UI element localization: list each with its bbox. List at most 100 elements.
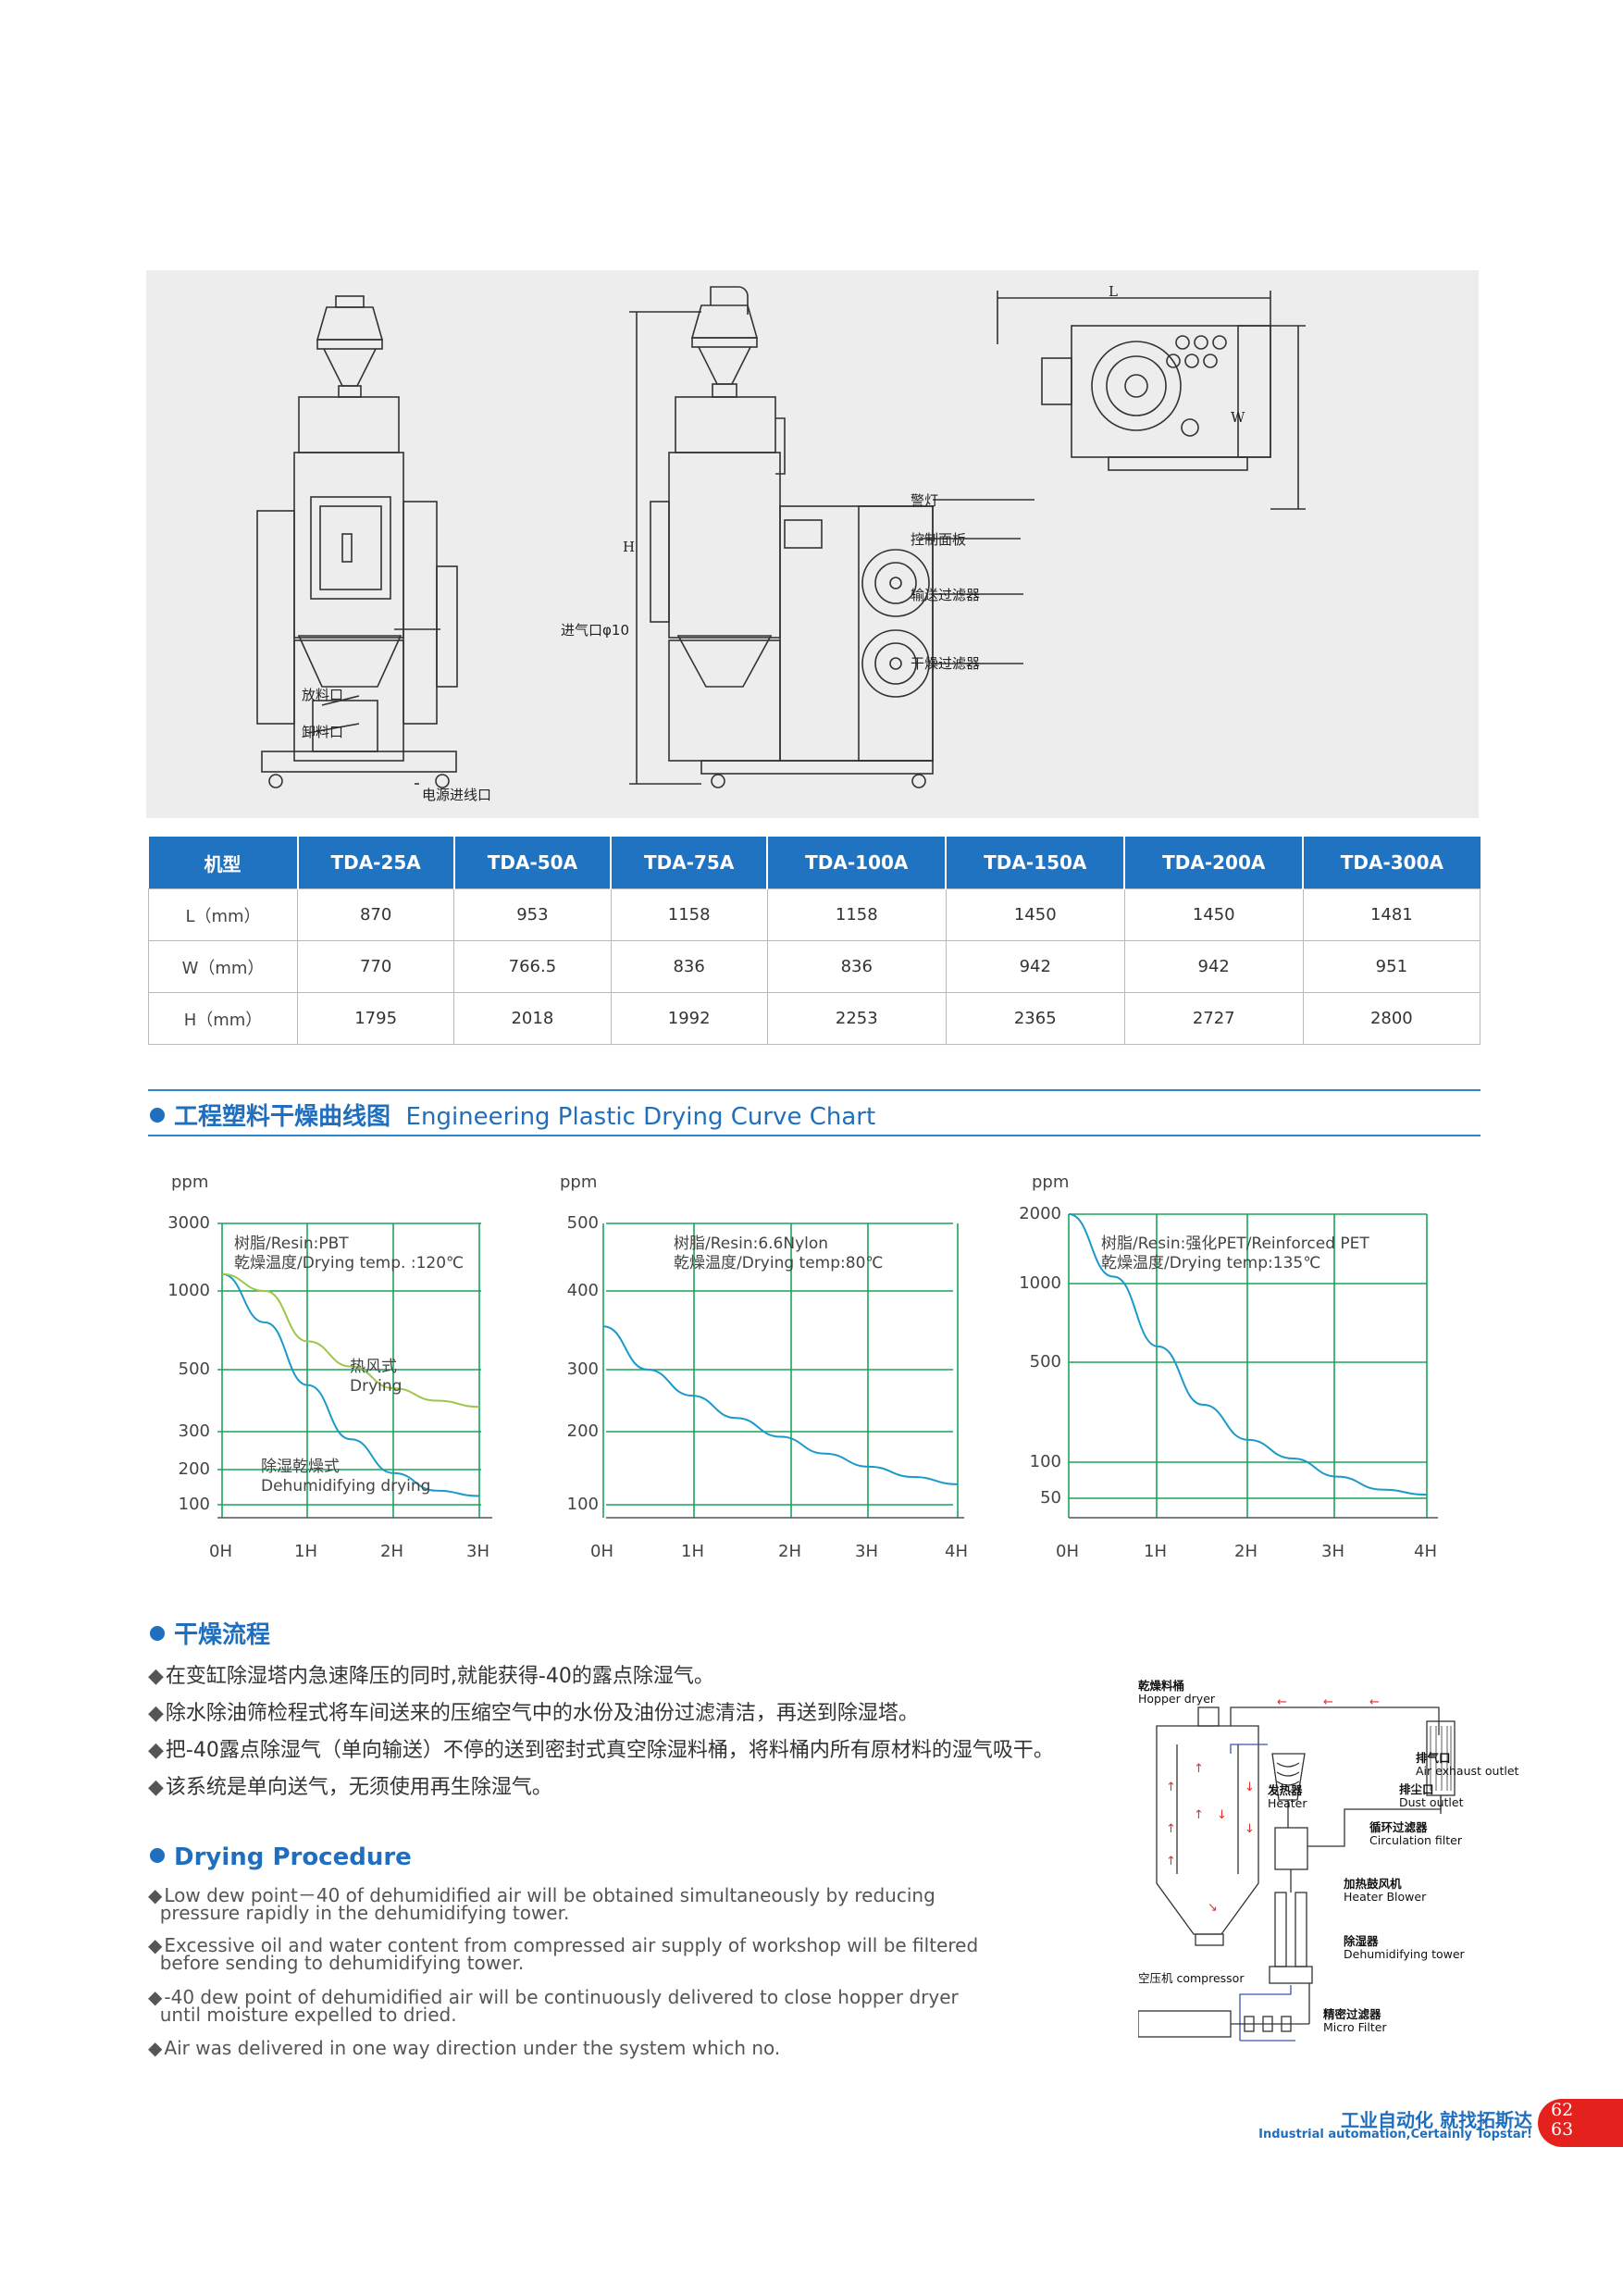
procedure-en-line: pressure rapidly in the dehumidifying to… xyxy=(159,1902,570,1924)
table-cell: 1481 xyxy=(1302,888,1481,941)
curve-section-title: 工程塑料干燥曲线图 Engineering Plastic Drying Cur… xyxy=(150,1098,875,1132)
procedure-en-line: -40 dew point of dehumidified air will b… xyxy=(164,1986,959,2008)
flow-exhaust-cn: 排气口 xyxy=(1416,1751,1451,1765)
chart-caption-line: 树脂/Resin:6.6Nylon xyxy=(674,1235,829,1253)
y-tick-label: 100 xyxy=(566,1495,599,1514)
table-cell: 1795 xyxy=(296,992,455,1045)
flow-exhaust-en: Air exhaust outlet xyxy=(1416,1764,1519,1778)
airflow-diagram-drawing: ↑↑↑ ↓↓ ↑↑↓ ←←← ↘ xyxy=(1137,1695,1456,2042)
header-cell: 机型 xyxy=(148,837,299,889)
x-tick-label: 1H xyxy=(681,1542,704,1561)
flow-blower-cn: 加热鼓风机 xyxy=(1344,1877,1402,1891)
flow-micro-cn: 精密过滤器 xyxy=(1323,2007,1381,2021)
table-cell: 942 xyxy=(945,940,1125,993)
chart-caption-line: 树脂/Resin:强化PET/Reinforced PET xyxy=(1101,1235,1369,1253)
table-cell: 836 xyxy=(610,940,768,993)
curve-title-en: Engineering Plastic Drying Curve Chart xyxy=(405,1103,876,1131)
flow-circ-en: Circulation filter xyxy=(1369,1833,1462,1847)
chart-caption-line: 乾燥温度/Drying temp:135℃ xyxy=(1101,1254,1321,1272)
x-tick-label: 3H xyxy=(466,1542,489,1561)
chart-caption-line: 乾燥温度/Drying temp:80℃ xyxy=(674,1254,884,1272)
y-tick-label: 1000 xyxy=(167,1281,210,1300)
footer-slogan-en: Industrial automation,Certainly Topstar! xyxy=(1258,2128,1532,2141)
curve-title-cn: 工程塑料干燥曲线图 xyxy=(174,1103,391,1131)
machine-drawing-panel: 警灯 控制面板 输送过滤器 干燥过滤器 进气口φ10 放料口 卸料口 电源进线口… xyxy=(146,270,1479,818)
table-row: H（mm） 1795 2018 1992 2253 2365 2727 2800 xyxy=(148,992,1481,1045)
procedure-cn-text: 除水除油筛检程式将车间送来的压缩空气中的水份及油份过滤清洁，再送到除湿塔。 xyxy=(165,1702,919,1725)
procedure-cn-title: 干燥流程 xyxy=(150,1616,270,1650)
header-cell: TDA-25A xyxy=(297,837,455,889)
y-tick-label: 100 xyxy=(178,1495,210,1514)
table-cell: 2365 xyxy=(945,992,1125,1045)
section-rule-top xyxy=(148,1089,1481,1091)
y-axis-label: ppm xyxy=(171,1173,209,1192)
svg-text:↑: ↑ xyxy=(1194,1808,1204,1822)
svg-text:←: ← xyxy=(1277,1695,1287,1709)
flow-blower-en: Heater Blower xyxy=(1344,1890,1427,1904)
procedure-en-line: Air was delivered in one way direction u… xyxy=(164,2037,781,2059)
table-cell: W（mm） xyxy=(148,940,298,993)
procedure-en-title-text: Drying Procedure xyxy=(174,1843,412,1871)
chart-plot-area xyxy=(602,1222,964,1519)
y-tick-label: 300 xyxy=(178,1421,210,1441)
y-axis-label: ppm xyxy=(1032,1173,1070,1192)
series-line xyxy=(221,1272,480,1497)
header-cell: TDA-300A xyxy=(1303,837,1481,889)
x-tick-label: 1H xyxy=(1144,1542,1167,1561)
series-line xyxy=(1068,1213,1428,1496)
label-warning-light: 警灯 xyxy=(911,492,939,509)
label-discharge-port: 放料口 xyxy=(302,687,344,703)
label-drying-filter: 干燥过滤器 xyxy=(911,655,981,672)
x-tick-label: 2H xyxy=(778,1542,801,1561)
y-tick-label: 1000 xyxy=(1019,1273,1061,1293)
dimension-w: W xyxy=(1231,409,1245,426)
svg-text:↓: ↓ xyxy=(1245,1822,1255,1836)
chart-caption-line: 乾燥温度/Drying temp. :120℃ xyxy=(234,1254,465,1272)
y-tick-label: 200 xyxy=(178,1459,210,1479)
header-cell: TDA-75A xyxy=(611,837,769,889)
flow-hopper-cn: 乾燥料桶 xyxy=(1138,1679,1185,1693)
svg-text:↑: ↑ xyxy=(1194,1762,1204,1776)
series-label-en: Dehumidifying drying xyxy=(261,1477,431,1496)
x-tick-label: 2H xyxy=(380,1542,403,1561)
procedure-en-item: ◆-40 dew point of dehumidified air will … xyxy=(148,1986,959,2026)
flow-label-compressor: 空压机 compressor xyxy=(1138,1971,1245,1985)
svg-text:↑: ↑ xyxy=(1166,1781,1176,1794)
flow-micro-en: Micro Filter xyxy=(1323,2020,1387,2034)
chart-caption-line: 树脂/Resin:PBT xyxy=(234,1235,349,1253)
x-tick-label: 0H xyxy=(209,1542,232,1561)
procedure-cn-item: ◆该系统是单向送气，无须使用再生除湿气。 xyxy=(148,1776,552,1799)
table-cell: 836 xyxy=(766,940,947,993)
series-line xyxy=(602,1325,959,1485)
table-cell: 1158 xyxy=(610,888,768,941)
y-tick-label: 200 xyxy=(566,1421,599,1441)
header-cell: TDA-100A xyxy=(767,837,948,889)
procedure-en-line: before sending to dehumidifying tower. xyxy=(159,1952,525,1974)
y-tick-label: 500 xyxy=(178,1359,210,1379)
table-cell: 870 xyxy=(296,888,455,941)
table-cell: 770 xyxy=(296,940,455,993)
page-number-top: 62 xyxy=(1551,2100,1574,2120)
table-cell: 766.5 xyxy=(453,940,612,993)
chart-plot-area xyxy=(217,1222,492,1519)
table-cell: 1450 xyxy=(1123,888,1304,941)
procedure-en-line: until moisture expelled to dried. xyxy=(159,2004,457,2026)
header-cell: TDA-150A xyxy=(946,837,1126,889)
flow-tower-cn: 除湿器 xyxy=(1344,1934,1379,1948)
procedure-cn-item: ◆在变缸除湿塔内急速降压的同时,就能获得-40的露点除湿气。 xyxy=(148,1665,714,1688)
flow-dust-en: Dust outlet xyxy=(1399,1795,1464,1809)
label-control-panel: 控制面板 xyxy=(911,531,967,548)
section-rule-bottom xyxy=(148,1135,1481,1136)
flow-dust-cn: 排尘口 xyxy=(1399,1782,1434,1796)
table-row: L（mm） 870 953 1158 1158 1450 1450 1481 xyxy=(148,888,1481,941)
